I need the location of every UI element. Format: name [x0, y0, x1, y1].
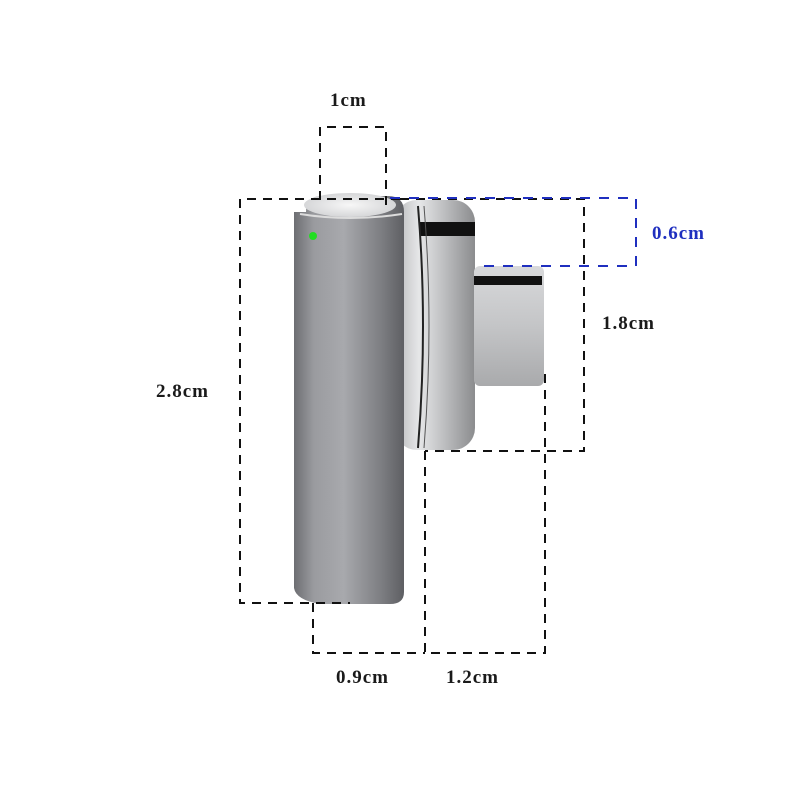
dimension-total-height: 2.8cm — [156, 381, 210, 402]
dimension-plug-depth: 0.6cm — [652, 223, 706, 244]
dimension-top-width: 1cm — [330, 90, 367, 111]
dimension-bottom-body-width: 0.9cm — [336, 667, 390, 688]
adapter-body — [294, 193, 404, 604]
magnetic-head — [395, 200, 475, 450]
green-led-indicator — [309, 232, 317, 240]
dimension-lines — [239, 126, 585, 654]
dimension-bottom-connector-width: 1.2cm — [446, 667, 500, 688]
dimension-connector-height: 1.8cm — [602, 313, 656, 334]
depth-dimension-lines — [390, 197, 637, 267]
usb-c-plug — [474, 266, 544, 386]
